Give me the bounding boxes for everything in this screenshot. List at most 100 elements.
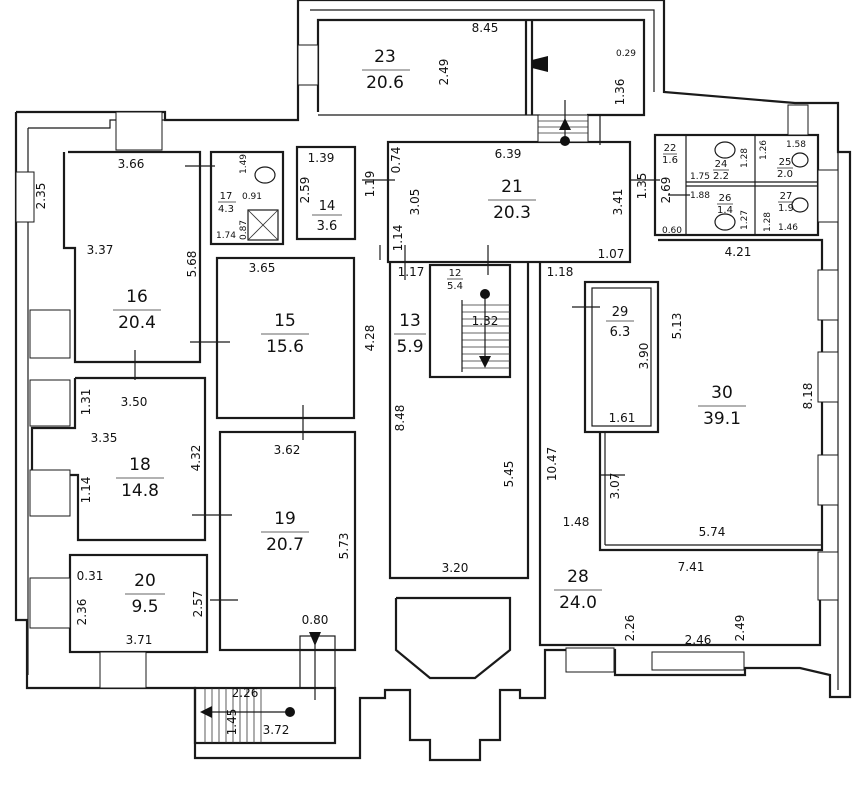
room-label-20: 20 9.5 xyxy=(125,571,165,617)
dim-label: 1.36 xyxy=(613,79,627,106)
dim-label: 2.49 xyxy=(437,59,451,86)
room-label-24: 24 2.2 xyxy=(713,159,729,182)
dim-label: 2.26 xyxy=(623,615,637,642)
dim-label: 0.29 xyxy=(616,49,636,59)
dim-label: 10.47 xyxy=(545,447,559,481)
windows xyxy=(15,104,839,689)
staircase-12 xyxy=(461,289,510,372)
dim-label: 2.46 xyxy=(685,633,712,647)
svg-text:5.9: 5.9 xyxy=(396,337,423,357)
svg-text:12: 12 xyxy=(449,268,462,279)
dim-label: 1.28 xyxy=(763,212,773,232)
room-label-30: 30 39.1 xyxy=(698,383,746,429)
svg-text:20.7: 20.7 xyxy=(266,535,304,555)
wc-cluster-walls xyxy=(653,133,820,237)
dim-label: 7.41 xyxy=(678,560,705,574)
dim-label: 5.13 xyxy=(670,313,684,340)
svg-text:30: 30 xyxy=(711,383,733,403)
dim-label: 1.14 xyxy=(79,477,93,504)
dim-label: 1.27 xyxy=(740,210,750,230)
dim-label: 1.32 xyxy=(472,314,499,328)
svg-text:6.3: 6.3 xyxy=(610,325,631,340)
svg-text:1.9: 1.9 xyxy=(778,203,794,214)
dim-label: 5.73 xyxy=(337,533,351,560)
svg-text:4.3: 4.3 xyxy=(218,204,234,215)
dim-label: 1.49 xyxy=(239,154,249,174)
svg-text:15.6: 15.6 xyxy=(266,337,304,357)
svg-text:21: 21 xyxy=(501,177,523,197)
dim-label: 2.69 xyxy=(659,177,673,204)
room-23-walls xyxy=(297,18,646,117)
dim-label: 3.41 xyxy=(611,189,625,216)
room-label-21: 21 20.3 xyxy=(488,177,536,223)
room-label-17: 17 4.3 xyxy=(218,191,236,215)
dim-label: 1.88 xyxy=(690,191,710,201)
svg-text:9.5: 9.5 xyxy=(131,597,158,617)
svg-text:1.4: 1.4 xyxy=(717,205,733,216)
dim-label: 3.90 xyxy=(637,343,651,370)
dim-label: 3.66 xyxy=(118,157,145,171)
dim-label: 1.45 xyxy=(225,709,239,736)
dim-label: 3.50 xyxy=(121,395,148,409)
svg-text:27: 27 xyxy=(780,191,793,202)
dim-label: 1.35 xyxy=(635,173,649,200)
dim-label: 1.46 xyxy=(778,223,798,233)
dim-label: 1.58 xyxy=(786,140,806,150)
dim-label: 4.28 xyxy=(363,325,377,352)
svg-text:2.2: 2.2 xyxy=(713,171,729,182)
dim-label: 1.07 xyxy=(598,247,625,261)
dim-label: 0.60 xyxy=(662,226,682,236)
dim-label: 8.45 xyxy=(472,21,499,35)
svg-text:13: 13 xyxy=(399,311,421,331)
dim-label: 1.28 xyxy=(740,148,750,168)
svg-text:14: 14 xyxy=(319,199,336,214)
dim-label: 3.37 xyxy=(87,243,114,257)
svg-text:20.4: 20.4 xyxy=(118,313,156,333)
dim-label: 2.57 xyxy=(191,591,205,618)
svg-text:3.6: 3.6 xyxy=(317,219,338,234)
dim-label: 5.74 xyxy=(699,525,726,539)
room-14-walls xyxy=(295,145,357,241)
door-marks xyxy=(134,56,690,700)
dim-label: 0.31 xyxy=(77,569,104,583)
dimension-labels: 8.45 2.49 0.29 1.36 6.39 0.74 3.05 3.41 … xyxy=(34,21,815,737)
dim-label: 1.17 xyxy=(398,265,425,279)
exterior-staircase xyxy=(193,632,337,745)
dim-label: 1.39 xyxy=(308,151,335,165)
room-16-walls xyxy=(62,150,202,364)
svg-text:15: 15 xyxy=(274,311,296,331)
dim-label: 2.49 xyxy=(733,615,747,642)
room-label-26: 26 1.4 xyxy=(717,193,733,216)
room-30-walls xyxy=(598,238,824,552)
dim-label: 8.48 xyxy=(393,405,407,432)
svg-text:39.1: 39.1 xyxy=(703,409,741,429)
room-labels: 23 20.6 21 20.3 16 20.4 17 4.3 14 3.6 15… xyxy=(113,47,794,617)
dim-label: 0.74 xyxy=(389,147,403,174)
room-label-16: 16 20.4 xyxy=(113,287,161,333)
room-label-27: 27 1.9 xyxy=(778,191,794,214)
dim-label: 1.75 xyxy=(690,172,710,182)
dim-label: 4.32 xyxy=(189,445,203,472)
svg-text:17: 17 xyxy=(220,191,233,202)
dim-label: 3.35 xyxy=(91,431,118,445)
svg-text:20: 20 xyxy=(134,571,156,591)
room-label-23: 23 20.6 xyxy=(362,47,410,93)
svg-text:5.4: 5.4 xyxy=(447,281,463,292)
dim-label: 5.45 xyxy=(502,461,516,488)
svg-text:1.6: 1.6 xyxy=(662,155,678,166)
dim-label: 4.21 xyxy=(725,245,752,259)
dim-label: 1.26 xyxy=(759,140,769,160)
room-label-22: 22 1.6 xyxy=(662,143,678,166)
room-label-12: 12 5.4 xyxy=(447,268,463,292)
entrance-porch xyxy=(394,596,512,680)
dim-label: 1.61 xyxy=(609,411,636,425)
dim-label: 5.68 xyxy=(185,251,199,278)
room-label-15: 15 15.6 xyxy=(261,311,309,357)
svg-text:24: 24 xyxy=(715,159,728,170)
svg-text:25: 25 xyxy=(779,157,792,168)
dim-label: 3.71 xyxy=(126,633,153,647)
dim-label: 2.36 xyxy=(75,599,89,626)
dim-label: 3.07 xyxy=(608,473,622,500)
dim-label: 0.87 xyxy=(239,220,249,240)
dim-label: 2.59 xyxy=(298,177,312,204)
